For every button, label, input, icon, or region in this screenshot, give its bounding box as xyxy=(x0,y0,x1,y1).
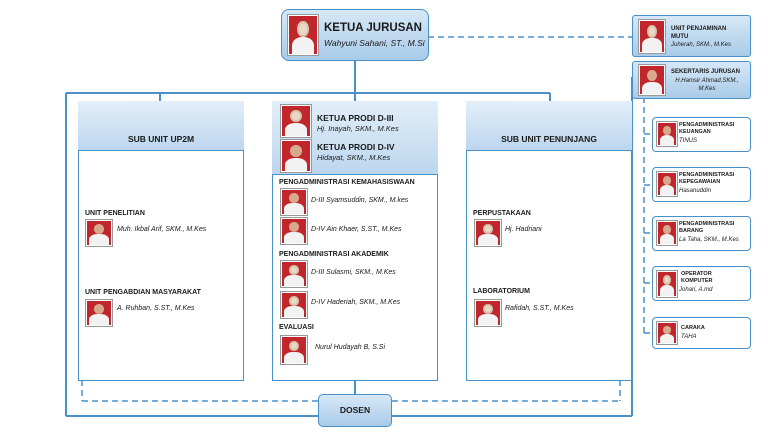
dosen-label: DOSEN xyxy=(339,405,371,415)
keuangan-photo xyxy=(657,122,677,146)
penunjang-title: SUB UNIT PENUNJANG xyxy=(501,134,597,144)
barang-title: PENGADMINISTRASI BARANG xyxy=(679,221,735,234)
operator-title: OPERATOR KOMPUTER xyxy=(681,271,713,284)
evaluasi-name: Nurul Hudayah B, S.Si xyxy=(315,344,386,351)
akademik-d3-name: D-III Sulasmi, SKM., M.Kes xyxy=(311,269,396,276)
prodi-d4-name: Hidayat, SKM., M.Kes xyxy=(317,153,391,162)
kemahasiswaan-d3-photo xyxy=(281,189,307,215)
kepegawaian-box: PENGADMINISTRASI KEPEGAWAIAN Hasanuddin xyxy=(652,167,751,202)
dosen-box: DOSEN xyxy=(318,394,392,427)
mutu-name: Juherah, SKM., M.Kes xyxy=(671,42,732,48)
keuangan-box: PENGADMINISTRASI KEUANGAN TINUS xyxy=(652,117,751,152)
perpustakaan-label: PERPUSTAKAAN xyxy=(473,210,531,217)
keuangan-name: TINUS xyxy=(679,138,697,144)
prodi-d4-photo xyxy=(281,140,311,172)
kemahasiswaan-d4-name: D-IV Ain Khaer, S.ST., M.Kes xyxy=(311,226,402,233)
barang-name: La Taha, SKM., M.Kes xyxy=(679,237,739,243)
operator-photo xyxy=(657,271,677,297)
prodi-d3-name: Hj. Inayah, SKM., M.Kes xyxy=(317,124,399,133)
kemahasiswaan-d3-name: D-III Syamsuddin, SKM., M.kes xyxy=(311,197,409,204)
up2m-header xyxy=(78,101,244,151)
pengabdian-name: A. Ruhban, S.ST., M.Kes xyxy=(117,305,195,312)
caraka-name: TAHA xyxy=(681,334,697,340)
perpustakaan-photo xyxy=(475,220,501,246)
operator-box: OPERATOR KOMPUTER Johari, A.md xyxy=(652,266,751,301)
akademik-d3-photo xyxy=(281,261,307,287)
penelitian-photo xyxy=(86,220,112,246)
caraka-box: CARAKA TAHA xyxy=(652,317,751,349)
kepegawaian-name: Hasanuddin xyxy=(679,188,712,194)
laboratorium-label: LABORATORIUM xyxy=(473,288,530,295)
up2m-panel: SUB UNIT UP2M UNIT PENELITIAN Muh. Ikbal… xyxy=(78,101,244,381)
ketua-jurusan-name: Wahyuni Sahani, ST., M.Si xyxy=(324,38,425,48)
evaluasi-label: EVALUASI xyxy=(279,324,314,331)
pengabdian-photo xyxy=(86,300,112,326)
kemahasiswaan-d4-photo xyxy=(281,218,307,244)
laboratorium-name: Rafidah, S.ST., M.Kes xyxy=(505,305,574,312)
akademik-d4-photo xyxy=(281,292,307,318)
caraka-title: CARAKA xyxy=(681,325,705,331)
ketua-jurusan-photo xyxy=(288,15,318,55)
mutu-photo xyxy=(639,20,665,53)
prodi-d3-photo xyxy=(281,105,311,137)
sekertaris-name: H.Hamsir Ahmad,SKM., M.Kes xyxy=(675,78,739,92)
penelitian-name: Muh. Ikbal Arif, SKM., M.Kes xyxy=(117,226,207,233)
ketua-jurusan-title: KETUA JURUSAN xyxy=(324,22,422,34)
akademik-label: PENGADMINISTRASI AKADEMIK xyxy=(279,251,389,258)
ketua-jurusan-box: KETUA JURUSAN Wahyuni Sahani, ST., M.Si xyxy=(281,9,429,61)
pengabdian-label: UNIT PENGABDIAN MASYARAKAT xyxy=(85,289,201,296)
mutu-box: UNIT PENJAMINAN MUTU Juherah, SKM., M.Ke… xyxy=(632,15,751,57)
kepegawaian-title: PENGADMINISTRASI KEPEGAWAIAN xyxy=(679,172,735,185)
caraka-photo xyxy=(657,322,677,344)
dashed-connectors xyxy=(81,36,652,402)
akademik-d4-name: D-IV Haderiah, SKM., M.Kes xyxy=(311,299,401,306)
barang-box: PENGADMINISTRASI BARANG La Taha, SKM., M… xyxy=(652,216,751,251)
penunjang-panel: SUB UNIT PENUNJANG PERPUSTAKAAN Hj. Hadr… xyxy=(466,101,632,381)
evaluasi-photo xyxy=(281,336,307,364)
operator-name: Johari, A.md xyxy=(679,287,713,293)
penunjang-header xyxy=(466,101,632,151)
sekertaris-box: SEKERTARIS JURUSAN H.Hamsir Ahmad,SKM., … xyxy=(632,61,751,99)
sekertaris-photo xyxy=(639,65,665,95)
center-panel: KETUA PRODI D-III Hj. Inayah, SKM., M.Ke… xyxy=(272,101,438,381)
laboratorium-photo xyxy=(475,300,501,326)
prodi-d3-title: KETUA PRODI D-III xyxy=(317,113,394,123)
up2m-title: SUB UNIT UP2M xyxy=(127,134,195,144)
prodi-d4-title: KETUA PRODI D-IV xyxy=(317,142,395,152)
mutu-title: UNIT PENJAMINAN MUTU xyxy=(671,26,727,40)
perpustakaan-name: Hj. Hadriani xyxy=(505,226,542,233)
sekertaris-title: SEKERTARIS JURUSAN xyxy=(671,69,740,75)
penelitian-label: UNIT PENELITIAN xyxy=(85,210,145,217)
keuangan-title: PENGADMINISTRASI KEUANGAN xyxy=(679,122,735,135)
kemahasiswaan-label: PENGADMINISTRASI KEMAHASISWAAN xyxy=(279,179,415,186)
kepegawaian-photo xyxy=(657,172,677,196)
barang-photo xyxy=(657,221,677,245)
